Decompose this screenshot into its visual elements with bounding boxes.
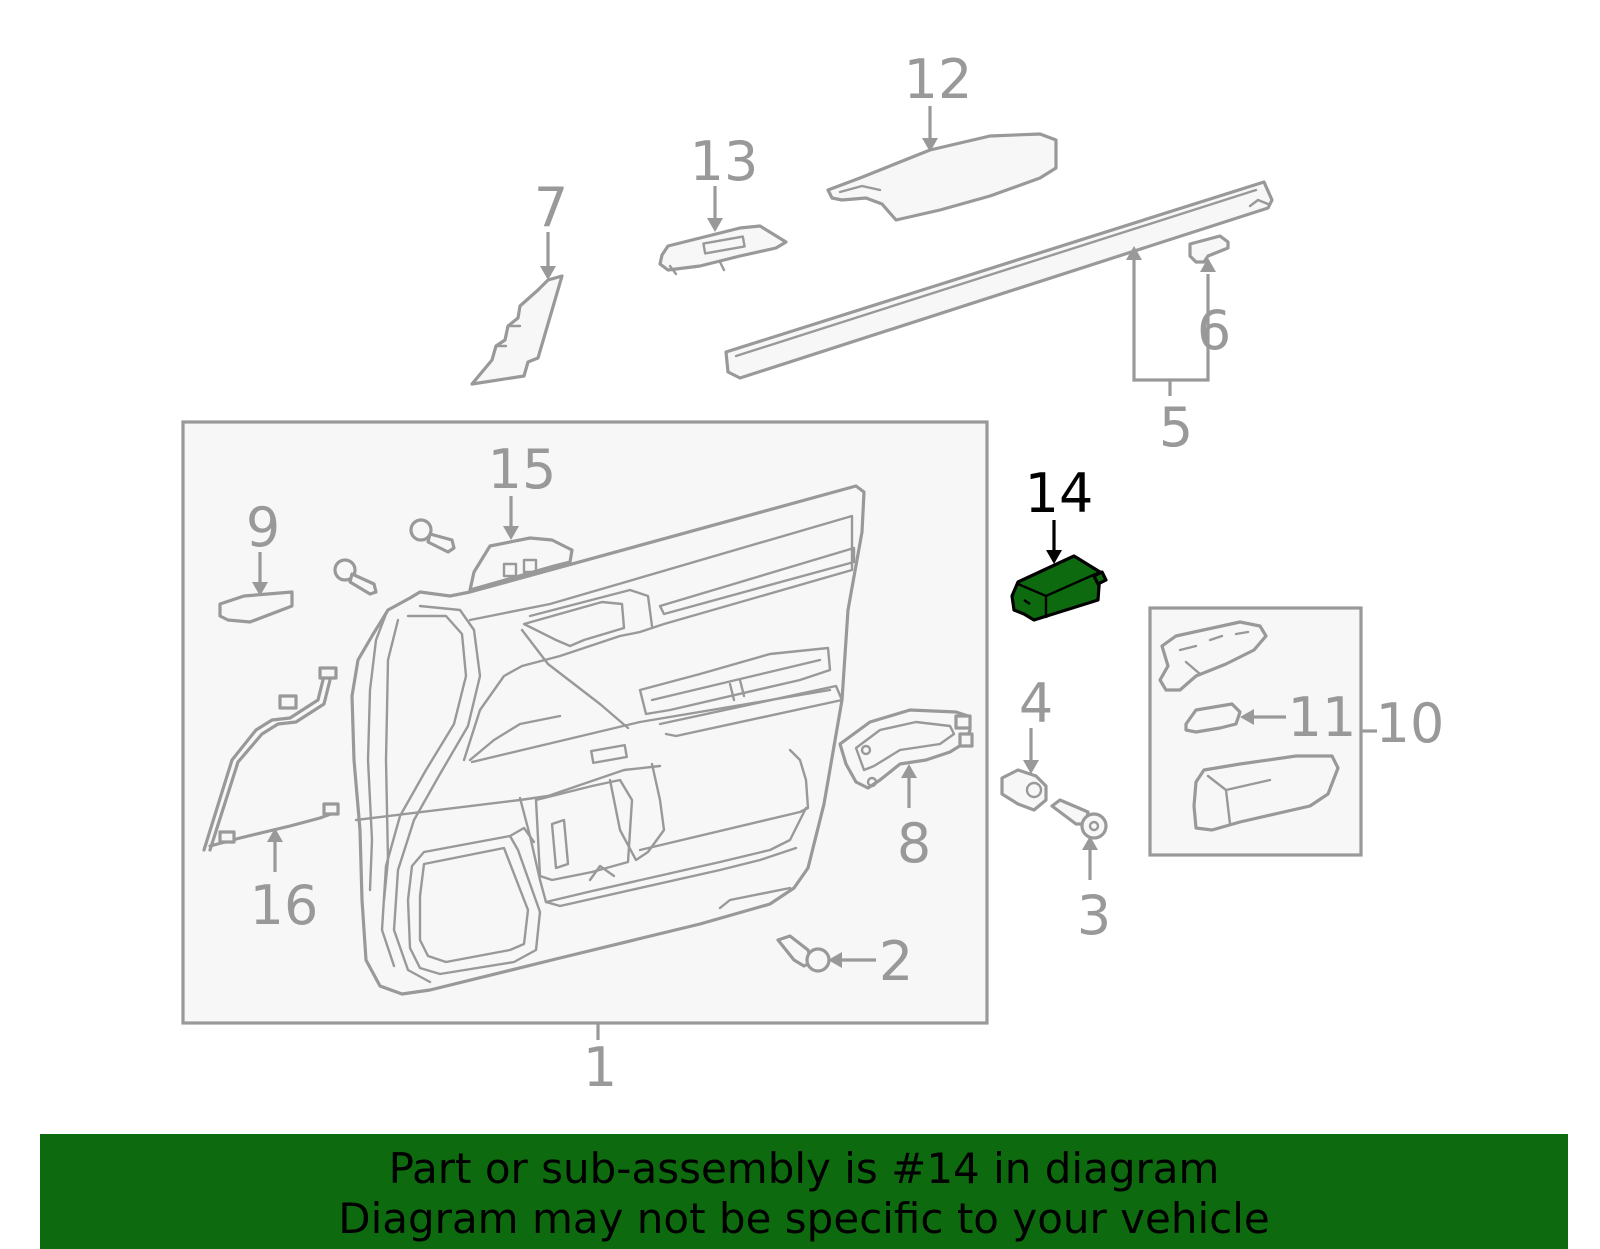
callout-14: 14 xyxy=(1025,462,1094,525)
part-7-garnish xyxy=(470,274,564,386)
callout-6: 6 xyxy=(1197,299,1231,362)
panel-screw-lower xyxy=(333,558,378,596)
part-10-lower-bezel xyxy=(1192,754,1340,832)
part-13-switch-base xyxy=(658,224,788,276)
callout-10: 10 xyxy=(1376,692,1445,755)
callout-8: 8 xyxy=(897,812,931,875)
part-15-switch-bezel xyxy=(468,536,574,592)
callout-2: 2 xyxy=(879,930,913,993)
part-4-clip xyxy=(1000,768,1048,812)
leader-lines xyxy=(252,106,1286,968)
banner-line-1: Part or sub-assembly is #14 in diagram xyxy=(388,1144,1220,1193)
parts-diagram: 12 13 7 6 5 15 14 9 4 11 10 8 16 3 2 1 xyxy=(181,48,1445,1099)
callout-labels: 12 13 7 6 5 15 14 9 4 11 10 8 16 3 2 1 xyxy=(246,48,1445,1099)
part-10-upper-bezel xyxy=(1158,620,1268,692)
part-14-highlighted-switch xyxy=(1010,554,1108,622)
callout-7: 7 xyxy=(534,176,568,239)
callout-3: 3 xyxy=(1077,884,1111,947)
part-16-wire-harness xyxy=(202,666,340,852)
callout-13: 13 xyxy=(690,130,759,193)
callout-9: 9 xyxy=(246,496,280,559)
banner-line-2: Diagram may not be specific to your vehi… xyxy=(338,1194,1270,1243)
part-12-armrest-pad xyxy=(826,132,1058,222)
part-2-clip xyxy=(776,934,831,973)
info-banner: Part or sub-assembly is #14 in diagram D… xyxy=(40,1134,1568,1249)
panel-screw-upper xyxy=(409,518,456,554)
part-3-screw xyxy=(1050,798,1108,840)
part-11-switch-knob xyxy=(1184,702,1242,734)
callout-12: 12 xyxy=(904,48,973,111)
part-6-clip xyxy=(1188,234,1230,264)
callout-16: 16 xyxy=(250,874,319,937)
door-trim-panel xyxy=(350,484,866,996)
callout-5: 5 xyxy=(1159,396,1193,459)
callout-4: 4 xyxy=(1019,672,1053,735)
part-9-clip xyxy=(218,590,294,624)
callout-11: 11 xyxy=(1288,686,1357,749)
part-8-inside-handle xyxy=(838,708,974,790)
callout-15: 15 xyxy=(488,438,557,501)
callout-1: 1 xyxy=(583,1036,617,1099)
part-5-belt-moulding xyxy=(724,180,1274,380)
